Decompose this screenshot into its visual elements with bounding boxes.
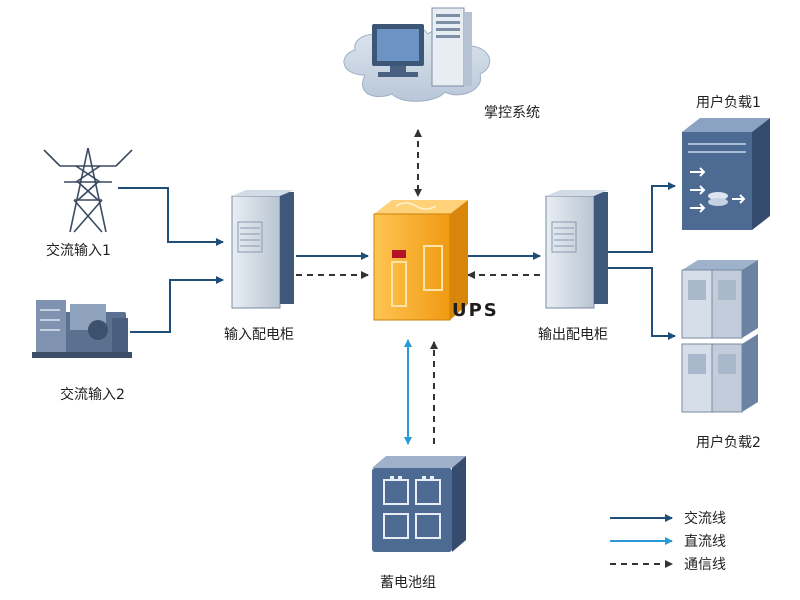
label-user-load-2: 用户负载2: [696, 435, 761, 451]
ac-line-input2: [130, 276, 224, 333]
legend-comm-label: 通信线: [684, 557, 726, 573]
battery-pack-icon: [372, 456, 466, 552]
legend-dc-label: 直流线: [684, 534, 726, 550]
ac-line-output-to-load2: [606, 267, 676, 340]
label-output-cabinet: 输出配电柜: [538, 327, 608, 343]
label-ac-input-1: 交流输入1: [46, 243, 111, 259]
ac-line-output-to-load1: [606, 182, 676, 253]
user-load-1-icon: [682, 118, 770, 230]
label-input-cabinet: 输入配电柜: [224, 327, 294, 343]
label-ac-input-2: 交流输入2: [60, 387, 125, 403]
label-ups: UPS: [452, 300, 499, 321]
ups-icon: [373, 200, 468, 321]
control-system-icon: [343, 7, 491, 102]
input-cabinet-icon: [231, 190, 294, 309]
label-control-system: 掌控系统: [484, 105, 540, 121]
output-cabinet-icon: [545, 190, 608, 309]
legend-ac-label: 交流线: [684, 511, 726, 527]
label-user-load-1: 用户负载1: [696, 95, 761, 111]
generator-icon: [32, 300, 132, 358]
power-tower-icon: [43, 147, 133, 233]
label-battery-pack: 蓄电池组: [380, 575, 436, 591]
user-load-2-icon: [681, 260, 758, 413]
ac-line-input1: [118, 187, 224, 246]
